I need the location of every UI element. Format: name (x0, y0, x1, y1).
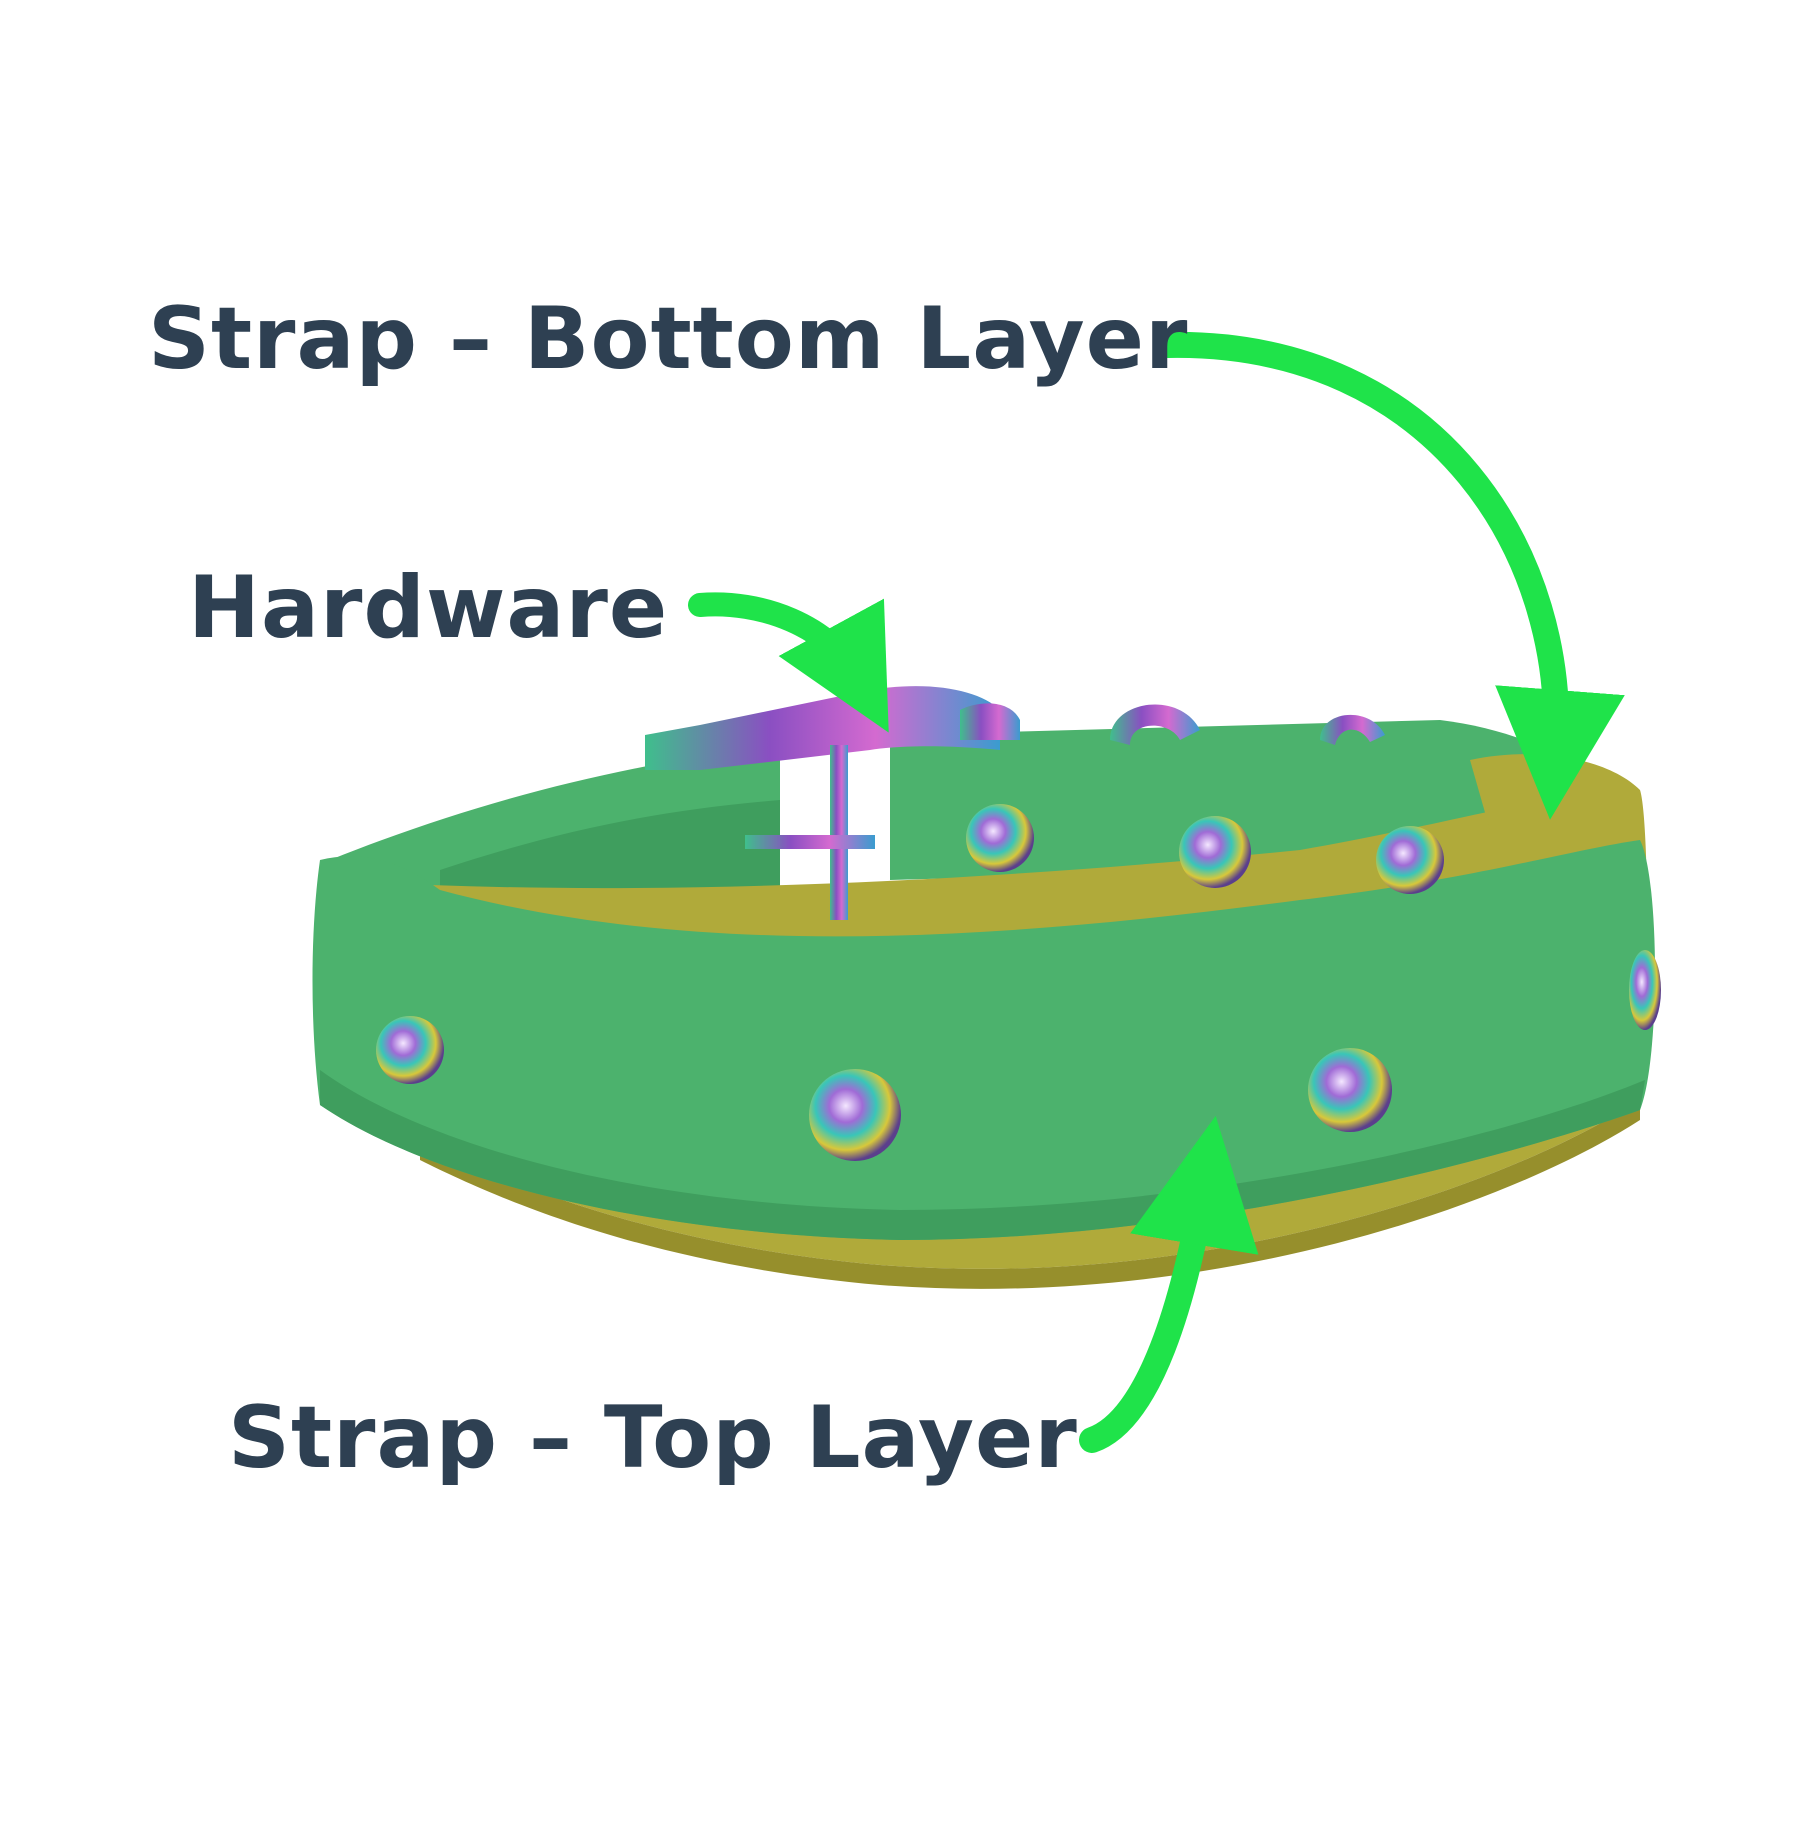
buckle-post (830, 745, 848, 920)
arrow-top-layer (1079, 1115, 1259, 1453)
rivet (1179, 816, 1251, 888)
buckle-loop (960, 703, 1020, 740)
bottom-layer-strap-edge (420, 1100, 1640, 1289)
rivet (1376, 826, 1444, 894)
keeper-stud-1 (1110, 704, 1200, 745)
label-bottom-layer: Strap – Bottom Layer (148, 289, 1189, 389)
buckle-prong (745, 835, 875, 849)
label-hardware: Hardware (188, 558, 669, 658)
rivet (809, 1069, 901, 1161)
top-layer-strap-shade (320, 1070, 1645, 1240)
rivet (1308, 1048, 1392, 1132)
label-top-layer: Strap – Top Layer (228, 1388, 1078, 1488)
rivet (966, 804, 1034, 872)
keeper-stud-2 (1320, 714, 1385, 745)
rivet (1629, 950, 1661, 1030)
arrow-hardware (688, 592, 889, 733)
rivet (376, 1016, 444, 1084)
top-layer-strap (312, 840, 1655, 1240)
arrow-bottom-layer (1155, 331, 1625, 820)
